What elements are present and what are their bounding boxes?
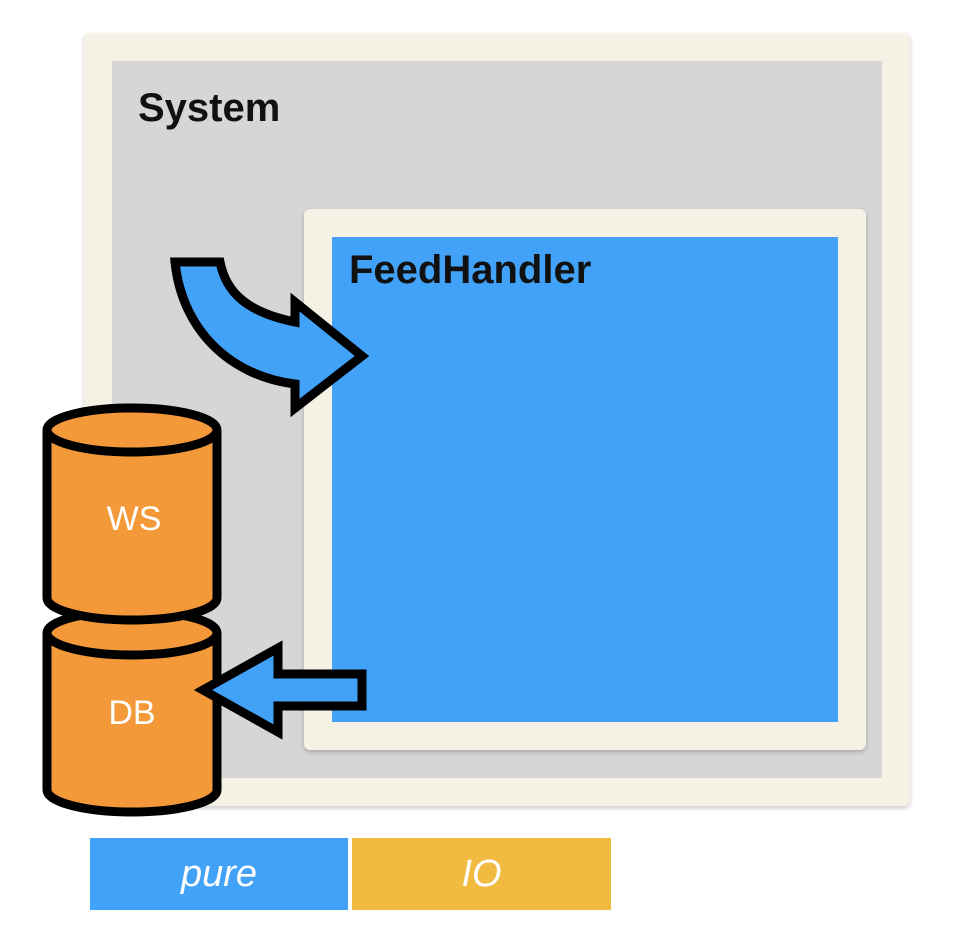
ws-label: WS — [107, 500, 162, 538]
output-arrow-icon — [193, 640, 367, 740]
db-cylinder: DB — [42, 606, 222, 817]
legend-pure: pure — [90, 838, 348, 910]
input-arrow-icon — [170, 257, 370, 418]
ws-cylinder: WS — [42, 403, 222, 625]
feedhandler-container — [332, 237, 838, 722]
feedhandler-title: FeedHandler — [349, 248, 592, 292]
system-title: System — [138, 86, 281, 130]
legend-io-label: IO — [461, 852, 502, 895]
legend-pure-label: pure — [180, 852, 258, 895]
legend-io: IO — [352, 838, 611, 910]
db-label: DB — [108, 694, 155, 732]
